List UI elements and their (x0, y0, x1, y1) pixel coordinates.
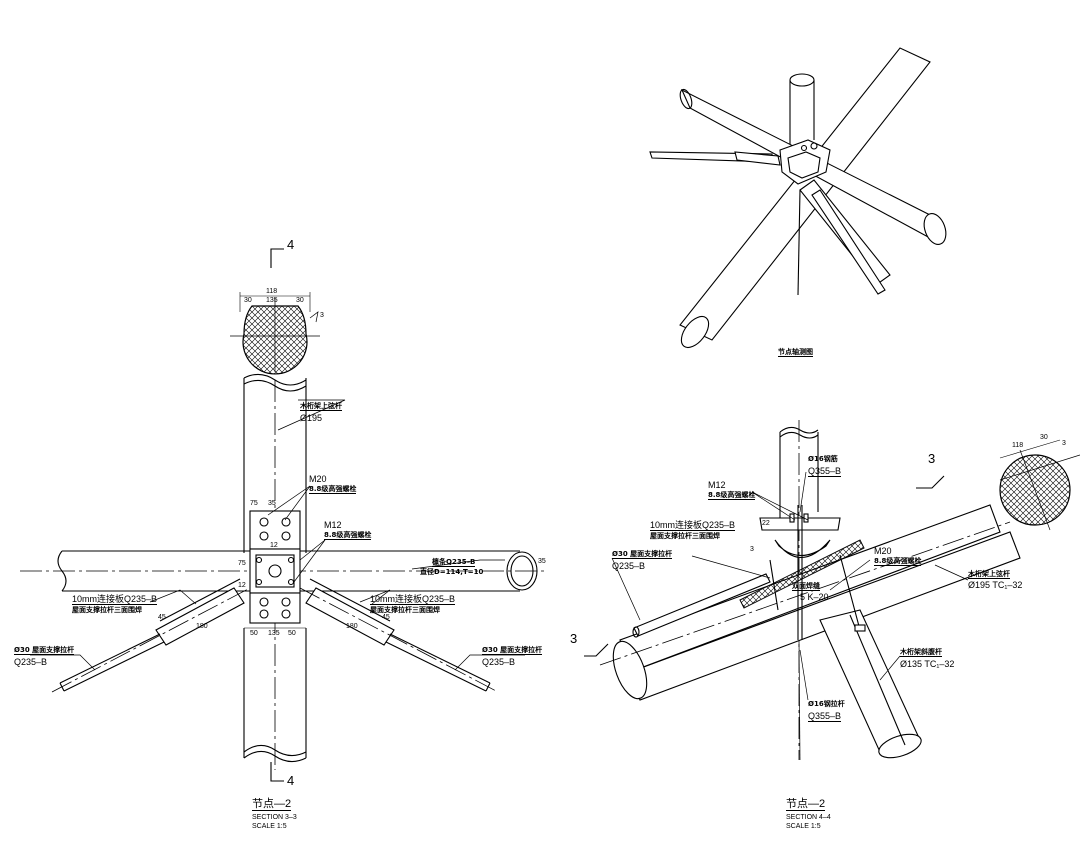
right-view-section: SECTION 4–4 (786, 814, 831, 821)
plate-dim-12-side: 12 (238, 582, 246, 589)
weld-dim-right: 180 (346, 623, 358, 630)
bar-grade: Q355–B (808, 466, 842, 477)
iso-view-caption: 节点轴测图 (778, 348, 813, 357)
dim-30-left: 30 (244, 297, 252, 304)
section-4-4-view (584, 420, 1080, 761)
right-view-scale: SCALE 1:5 (786, 823, 821, 830)
circle-dim-3: 3 (1062, 440, 1066, 447)
dim-135: 135 (266, 297, 278, 304)
left-plate-label: 10mm连接板Q235–B (72, 594, 158, 605)
right-bolt-m12-grade: 8.8级高强螺栓 (708, 491, 756, 500)
connection-hardware (739, 505, 866, 761)
dim-118: 118 (266, 288, 278, 295)
bottom-dim-135: 135 (268, 630, 280, 637)
right-rod-label-44: Ø30 屋面支撑拉杆 (612, 550, 673, 559)
section-mark-4-bottom (270, 762, 284, 782)
chord-cross-section (230, 298, 320, 375)
section-mark-4-bottom-label: 4 (287, 773, 295, 788)
weld-dim-left: 180 (196, 623, 208, 630)
bolt-m12-label: M12 (324, 520, 342, 530)
left-view-section: SECTION 3–3 (252, 814, 297, 821)
left-plate-weld: 屋面支撑拉杆三面围焊 (72, 606, 142, 614)
right-chord-label: 木桁架上弦杆 (968, 570, 1010, 579)
dim-30-right: 30 (296, 297, 304, 304)
vertical-chord (243, 373, 307, 770)
plate-dim-75-side: 75 (238, 560, 246, 567)
section-mark-3-right-label: 3 (928, 451, 936, 466)
plate-dim-75-top: 75 (250, 500, 258, 507)
chord-size: Ø195 (300, 413, 323, 423)
bolt-m20-label: M20 (309, 474, 327, 484)
purlin-tube-dim: 35 (538, 558, 546, 565)
circle-dim-118: 118 (1012, 442, 1024, 449)
left-rod-label: Ø30 屋面支撑拉杆 (14, 646, 75, 655)
left-view-scale: SCALE 1:5 (252, 823, 287, 830)
purlin-label: 檩条Q235–B (432, 558, 476, 567)
right-view-title: 节点—2 (786, 798, 826, 811)
right-dim-3: 3 (750, 546, 754, 553)
bottom-dim-50-left: 50 (250, 630, 258, 637)
web-size: Ø135 TC₁–32 (900, 659, 955, 669)
bottom-bar-label: Ø16钢拉杆 (808, 700, 845, 708)
section-mark-3-left (584, 643, 609, 657)
inclined-chord (599, 504, 1021, 701)
section-3-3-view (20, 248, 545, 782)
bottom-dim-50-right: 50 (288, 630, 296, 637)
web-label: 木桁架斜腹杆 (900, 648, 942, 657)
brace-rod-right (632, 573, 771, 638)
right-chord-size: Ø195 TC₁–32 (968, 580, 1023, 590)
weld-dim-45-right: 45 (382, 614, 390, 621)
section-mark-4-top (270, 248, 284, 268)
right-plate-label: 10mm连接板Q235–B (370, 594, 456, 605)
right-plate-weld-44: 屋面支撑拉杆三面围焊 (650, 532, 720, 540)
circle-dim-30: 30 (1040, 434, 1048, 441)
weld-label: 双面焊缝 (792, 582, 820, 591)
right-rod-grade: Q235–B (482, 657, 516, 667)
right-brace-rod (299, 578, 499, 693)
section-mark-3-left-label: 3 (570, 631, 578, 646)
section-mark-4-top-label: 4 (287, 237, 295, 252)
dim-tube-thickness: 3 (320, 312, 324, 319)
weld-dim-45-left: 45 (158, 614, 166, 621)
plate-dim-12: 12 (270, 542, 278, 549)
right-bolt-m20-grade: 8.8级高强螺栓 (874, 557, 922, 566)
chord-label: 木桁架上弦杆 (300, 402, 342, 411)
plate-dim-35: 35 (268, 500, 276, 507)
right-plate-label-44: 10mm连接板Q235–B (650, 520, 736, 531)
right-dim-22: 22 (762, 520, 770, 527)
weld-size: 5 K–20 (800, 592, 829, 602)
isometric-view (649, 47, 947, 349)
horizontal-purlin (20, 550, 545, 592)
bottom-bar-grade: Q355–B (808, 711, 842, 722)
right-bolt-m12: M12 (708, 480, 726, 490)
bolt-m20-grade: 8.8级高强螺栓 (309, 485, 357, 494)
right-plate-weld: 屋面支撑拉杆三面围焊 (370, 606, 440, 614)
right-rod-grade-44: Q235–B (612, 561, 646, 571)
section-mark-3-right (916, 475, 945, 489)
bolt-m12-grade: 8.8级高强螺栓 (324, 531, 372, 540)
right-bolt-m20: M20 (874, 546, 892, 556)
left-view-title: 节点—2 (252, 798, 292, 811)
bar-size: Ø16钢筋 (808, 455, 838, 463)
purlin-size: 直径D=114,T=10 (420, 568, 484, 576)
left-brace-rod (51, 578, 251, 693)
left-rod-grade: Q235–B (14, 657, 48, 667)
right-rod-label: Ø30 屋面支撑拉杆 (482, 646, 543, 655)
diagonal-web (819, 609, 922, 759)
chord-cross-section-right (999, 439, 1080, 531)
center-connection-plate (249, 510, 301, 624)
